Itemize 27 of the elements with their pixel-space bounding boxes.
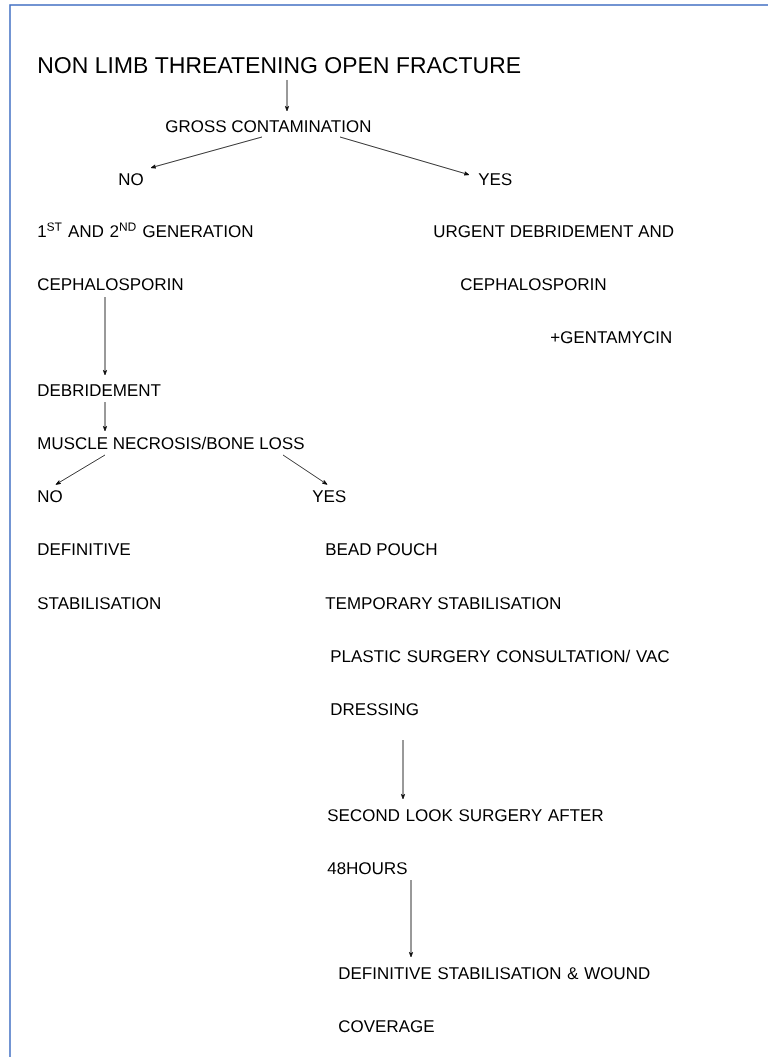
note-text: +GENTAMYCIN	[551, 331, 671, 344]
flow-text: GROSS CONTAMINATION	[166, 120, 371, 133]
flow-text: NO	[38, 490, 62, 503]
note-text: CEPHALOSPORIN	[461, 278, 606, 291]
flow-text: NO	[119, 173, 143, 186]
arrow	[409, 879, 413, 958]
arrow	[55, 454, 106, 485]
arrow	[150, 136, 263, 169]
note-text: TEMPORARY STABILISATION	[325, 597, 560, 610]
flow-text: YES	[478, 173, 512, 186]
arrow	[285, 79, 289, 112]
arrow	[103, 296, 107, 376]
arrow	[401, 739, 405, 800]
arrow	[339, 136, 470, 176]
flow-text: DEBRIDEMENT	[38, 384, 161, 396]
flow-text: YES	[312, 490, 346, 503]
arrow	[282, 454, 328, 485]
flow-text: SECOND LOOK SURGERY AFTER 48HOURS	[327, 809, 603, 875]
flow-text: MUSCLE NECROSIS/BONE LOSS	[38, 436, 304, 450]
arrow	[103, 401, 107, 432]
note-text: URGENT DEBRIDEMENT AND	[434, 225, 674, 238]
flow-text: 1$^{ST}$ AND 2$^{ND}$ GENERATION CEPHALOSPORIN	[38, 222, 253, 291]
flow-text: PLASTIC SURGERY CONSULTATION/ VAC DRESSING	[331, 649, 669, 716]
flow-text: DEFINITIVE STABILISATION & WOUND COVERAGE	[339, 967, 650, 1033]
note-text: BEAD POUCH	[326, 543, 437, 556]
flow-text: NON LIMB THREATENING OPEN FRACTURE	[39, 56, 521, 74]
note-text: DEFINITIVE STABILISATION	[37, 543, 160, 610]
